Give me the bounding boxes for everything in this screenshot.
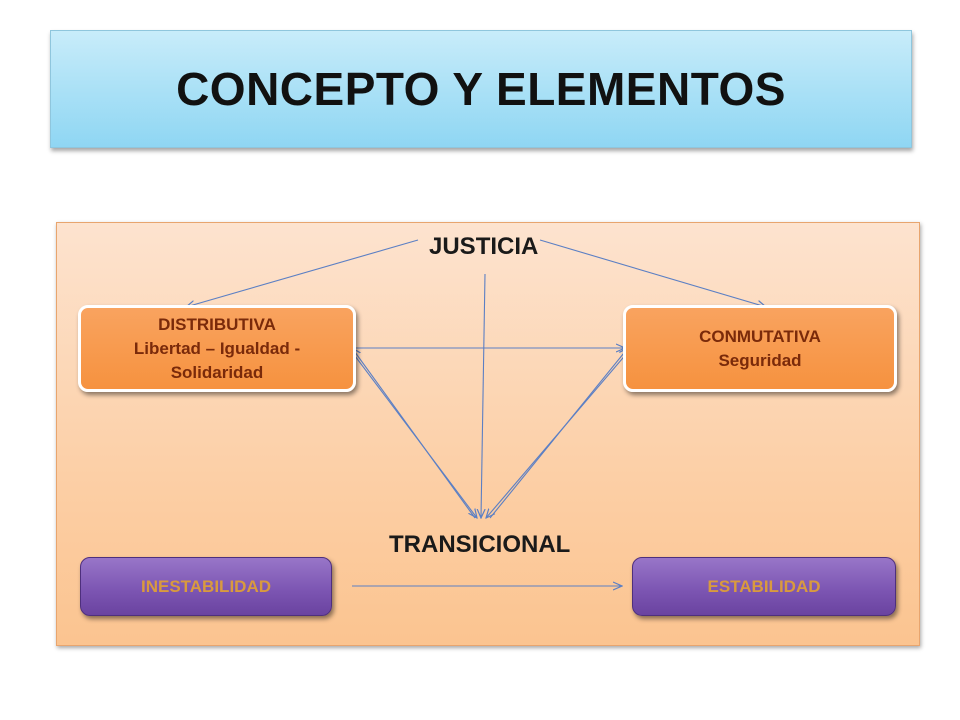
slide-title: CONCEPTO Y ELEMENTOS <box>176 63 786 115</box>
distributiva-line2: Solidaridad <box>170 362 264 382</box>
title-banner: CONCEPTO Y ELEMENTOS <box>50 30 912 148</box>
distributiva-heading: DISTRIBUTIVA <box>158 314 276 334</box>
conmutativa-line1: Seguridad <box>718 350 802 370</box>
label-justicia: JUSTICIA <box>429 233 539 260</box>
box-estabilidad: ESTABILIDAD <box>632 557 896 616</box>
inestabilidad-label: INESTABILIDAD <box>140 576 271 596</box>
conmutativa-heading: CONMUTATIVA <box>699 326 821 346</box>
label-transicional: TRANSICIONAL <box>389 531 571 558</box>
distributiva-line1: Libertad – Igualdad - <box>133 338 301 358</box>
box-inestabilidad: INESTABILIDAD <box>80 557 332 616</box>
box-conmutativa: CONMUTATIVA Seguridad <box>623 305 897 392</box>
estabilidad-label: ESTABILIDAD <box>707 576 821 596</box>
box-distributiva: DISTRIBUTIVA Libertad – Igualdad - Solid… <box>78 305 356 392</box>
